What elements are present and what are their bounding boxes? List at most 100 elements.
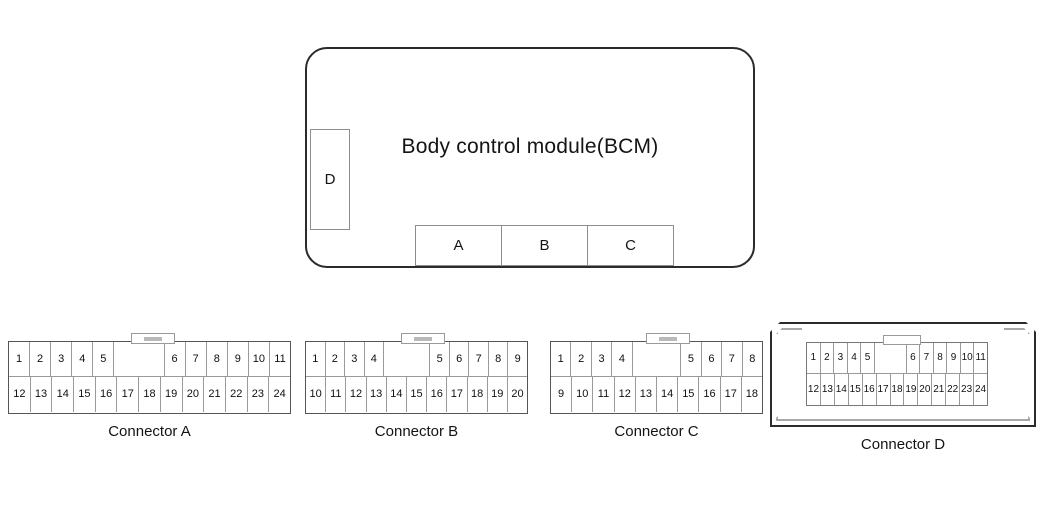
connector-pin-cell: 1 <box>9 342 31 376</box>
connector-pin-cell: 5 <box>430 342 450 376</box>
connector-pin-cell: 13 <box>31 377 53 412</box>
connector-pin-cell: 3 <box>51 342 73 376</box>
connector-pin-cell: 23 <box>248 377 270 412</box>
connector-pin-cell: 24 <box>273 388 286 400</box>
connector-pin-cell: 14 <box>657 377 679 412</box>
connector-c-latch-icon <box>646 333 690 344</box>
connector-pin-cell: 11 <box>975 352 986 363</box>
connector-pin-cell: 2 <box>30 342 52 376</box>
connector-pin-cell: 17 <box>117 377 140 412</box>
connector-a-latch-inner-icon <box>144 336 162 341</box>
connector-pin-cell: 16 <box>427 377 448 412</box>
connector-b-latch-icon <box>401 333 445 344</box>
connector-pin-cell: 2 <box>821 343 835 373</box>
connector-pin-cell: 3 <box>345 342 365 376</box>
bcm-module-body: Body control module(BCM) D A B C <box>305 47 755 268</box>
bcm-connector-tab-a-label: A <box>453 237 464 254</box>
bcm-connector-tab-d-label: D <box>324 171 336 188</box>
connector-pin-cell: 14 <box>387 377 407 412</box>
connector-pin-cell: 18 <box>468 377 488 412</box>
bcm-connector-tab-c[interactable]: C <box>587 225 674 266</box>
connector-pin-cell: 9 <box>947 343 961 373</box>
connector-pin-cell: 16 <box>699 377 721 412</box>
connector-pin-cell: 11 <box>593 377 615 412</box>
bcm-module-title: Body control module(BCM) <box>401 135 659 158</box>
connector-pin-cell: 10 <box>249 342 270 376</box>
connector-b-latch-inner-icon <box>414 336 432 341</box>
connector-pin-cell: 1 <box>551 342 572 376</box>
connector-pin-cell: 24 <box>974 383 987 395</box>
bcm-connector-tab-a[interactable]: A <box>415 225 502 266</box>
bcm-connector-tab-d[interactable]: D <box>310 129 350 230</box>
connector-pin-cell: 4 <box>848 343 862 373</box>
connector-pin-cell: 4 <box>612 342 633 376</box>
connector-pin-cell: 14 <box>52 377 75 412</box>
connector-pin-cell: 7 <box>186 342 207 376</box>
connector-pin-cell: 9 <box>514 352 521 365</box>
connector-pin-cell: 22 <box>226 377 248 412</box>
connector-pin-cell: 23 <box>960 374 975 405</box>
connector-pin-cell: 20 <box>183 377 205 412</box>
connector-a-latch-icon <box>131 333 175 344</box>
connector-pin-cell-blank <box>384 342 431 376</box>
connector-pin-cell: 8 <box>207 342 228 376</box>
connector-b-label: Connector B <box>374 423 459 440</box>
connector-pin-cell: 13 <box>821 374 835 405</box>
connector-pin-cell: 14 <box>835 374 849 405</box>
connector-pin-cell: 5 <box>861 343 875 373</box>
connector-pin-cell: 13 <box>367 377 387 412</box>
connector-c-latch-inner-icon <box>659 336 677 341</box>
connector-pin-cell: 21 <box>204 377 226 412</box>
connector-pin-cell: 22 <box>946 374 961 405</box>
connector-pin-cell: 16 <box>863 374 877 405</box>
connector-pin-cell: 11 <box>274 352 286 365</box>
connector-d-label: Connector D <box>860 436 946 453</box>
connector-pin-cell: 6 <box>450 342 470 376</box>
connector-pin-cell: 3 <box>834 343 848 373</box>
connector-pin-cell: 8 <box>934 343 948 373</box>
connector-pin-cell: 12 <box>346 377 367 412</box>
connector-pin-cell: 15 <box>849 374 863 405</box>
connector-pin-cell: 7 <box>469 342 489 376</box>
connector-pin-cell: 2 <box>571 342 592 376</box>
connector-pin-cell: 17 <box>877 374 891 405</box>
bcm-connector-tab-b-label: B <box>539 237 550 254</box>
connector-pin-cell: 8 <box>489 342 509 376</box>
connector-pin-cell: 18 <box>139 377 161 412</box>
bcm-connector-tab-c-label: C <box>625 237 636 254</box>
connector-pin-cell: 9 <box>228 342 249 376</box>
connector-pin-cell: 10 <box>306 377 327 412</box>
connector-pin-cell: 3 <box>592 342 613 376</box>
connector-c-label: Connector C <box>614 423 699 440</box>
connector-pin-cell: 1 <box>306 342 326 376</box>
connector-pin-cell: 20 <box>918 374 933 405</box>
connector-pin-cell: 20 <box>511 388 524 400</box>
connector-pin-cell: 5 <box>681 342 702 376</box>
connector-pin-cell: 12 <box>9 377 31 412</box>
connector-pin-cell: 18 <box>745 388 759 400</box>
connector-pin-cell: 15 <box>74 377 96 412</box>
connector-pin-cell: 17 <box>447 377 468 412</box>
bcm-connector-tab-b[interactable]: B <box>501 225 588 266</box>
connector-pin-cell: 1 <box>807 343 821 373</box>
connector-pin-cell: 12 <box>615 377 636 412</box>
connector-pin-cell: 2 <box>326 342 346 376</box>
connector-pin-cell: 8 <box>749 352 756 365</box>
connector-pin-cell: 7 <box>722 342 743 376</box>
connector-pin-cell-blank <box>875 343 907 373</box>
connector-pin-cell: 12 <box>807 374 821 405</box>
connector-pin-cell: 13 <box>636 377 658 412</box>
connector-pin-cell: 9 <box>551 377 573 412</box>
connector-pin-cell: 18 <box>891 374 905 405</box>
connector-pin-cell: 6 <box>702 342 723 376</box>
